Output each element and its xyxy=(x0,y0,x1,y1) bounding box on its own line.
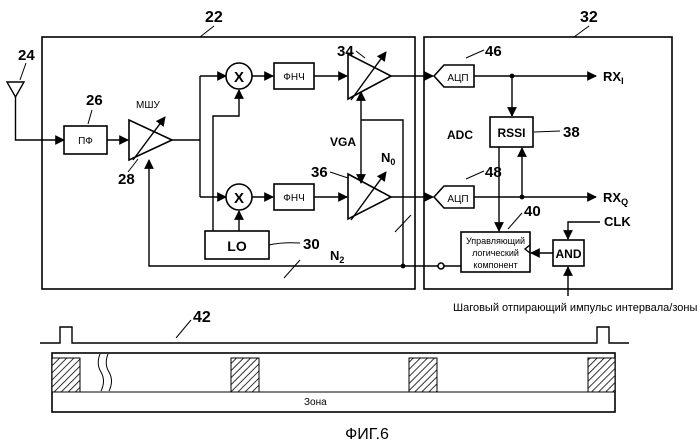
leader-22 xyxy=(200,26,214,37)
ref-32: 32 xyxy=(580,9,598,26)
timeline-break-gap xyxy=(98,354,110,391)
slot-hatch-1 xyxy=(52,358,80,392)
leader-42 xyxy=(176,320,191,338)
logic-line-2: логический xyxy=(472,248,519,258)
bpf-label: ПФ xyxy=(78,136,93,147)
ref-28: 28 xyxy=(118,171,135,188)
leader-24 xyxy=(20,63,26,80)
logic-line-1: Управляющий xyxy=(466,236,525,246)
and-gate-label: AND xyxy=(556,247,582,261)
adc-label: ADC xyxy=(447,128,473,142)
ref-36: 36 xyxy=(311,164,328,181)
mixer-i-symbol: X xyxy=(234,69,244,86)
ref-40: 40 xyxy=(524,203,541,220)
ref-26: 26 xyxy=(86,92,103,109)
logic-line-3: компонент xyxy=(473,260,517,270)
slot-hatch-3 xyxy=(409,358,437,392)
lna-label: МШУ xyxy=(136,100,160,111)
output-port-n xyxy=(438,263,444,269)
adc-i-label: АЦП xyxy=(447,73,468,84)
antenna-icon xyxy=(7,82,24,97)
ref-24: 24 xyxy=(18,47,35,64)
rssi-label: RSSI xyxy=(497,126,525,140)
zone-label: Зона xyxy=(304,397,327,408)
ref-30: 30 xyxy=(303,236,320,253)
ref-22: 22 xyxy=(205,9,223,26)
adc-q-label: АЦП xyxy=(447,194,468,205)
gate-pulse-label: Шаговый отпирающий импульс интервала/зон… xyxy=(453,302,697,314)
slot-hatch-2 xyxy=(231,358,259,392)
ref-46: 46 xyxy=(485,43,502,60)
ref-34: 34 xyxy=(337,43,354,60)
mixer-q-symbol: X xyxy=(234,190,244,207)
lpf-q-label: ФНЧ xyxy=(283,193,305,204)
lo-label: LO xyxy=(227,238,247,254)
leader-32 xyxy=(574,26,589,37)
slot-hatch-4 xyxy=(588,358,615,392)
timeline-frame xyxy=(52,353,615,412)
vga-label: VGA xyxy=(330,135,356,149)
lpf-i-label: ФНЧ xyxy=(283,72,305,83)
figure-caption: ФИГ.6 xyxy=(345,426,389,443)
gate-pulse-waveform xyxy=(40,327,629,343)
ref-42: 42 xyxy=(193,309,211,326)
rx-i-label: RXI xyxy=(603,69,624,86)
ref-38: 38 xyxy=(563,124,580,141)
clk-label: CLK xyxy=(604,214,631,229)
